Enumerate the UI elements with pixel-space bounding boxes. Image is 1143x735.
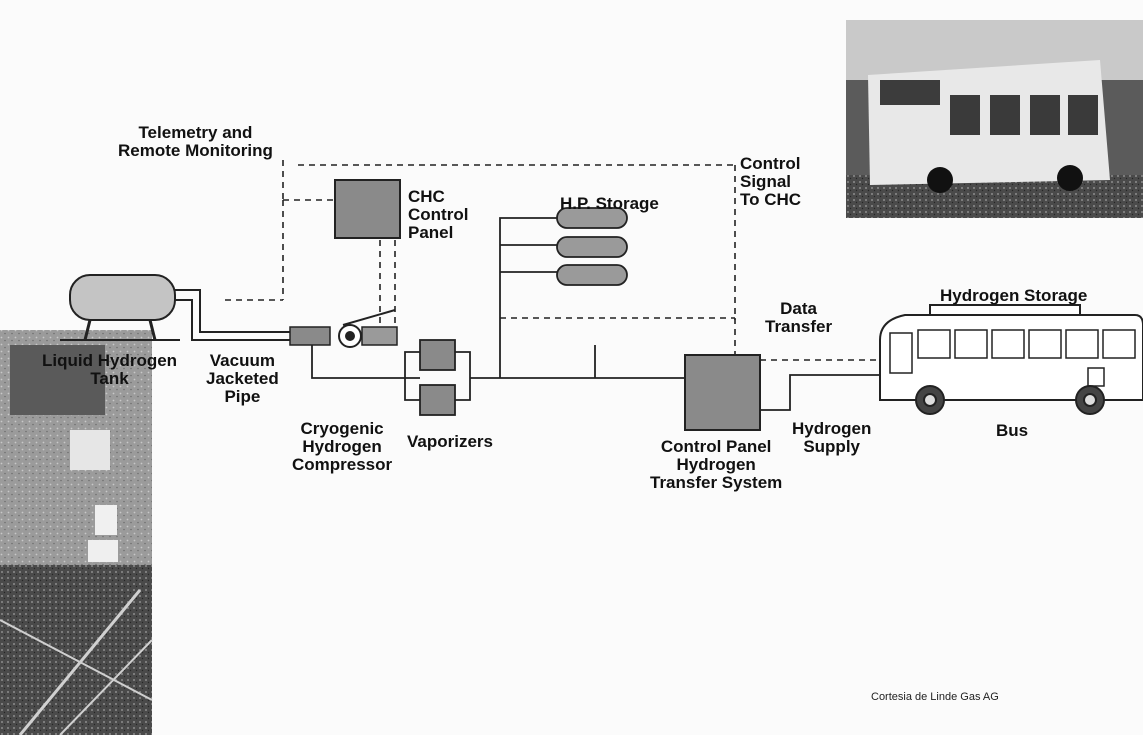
label-chc-line-2: Control — [408, 206, 468, 224]
vaporizers — [420, 340, 455, 415]
label-data-transfer: Data Transfer — [765, 300, 832, 336]
label-control-panel-line-1: Control Panel — [650, 438, 782, 456]
label-liquid-hydrogen-tank: Liquid Hydrogen Tank — [42, 352, 177, 388]
bus-photo — [846, 20, 1143, 218]
label-vacuum-line-2: Jacketed — [206, 370, 279, 388]
label-hydrogen-storage-text: Hydrogen Storage — [940, 287, 1087, 305]
label-compressor-line-1: Cryogenic — [292, 420, 392, 438]
label-supply-line-1: Hydrogen — [792, 420, 871, 438]
label-vaporizers-text: Vaporizers — [407, 433, 493, 451]
image-credit: Cortesia de Linde Gas AG — [871, 691, 999, 703]
label-vacuum-line-1: Vacuum — [206, 352, 279, 370]
cryogenic-compressor — [290, 310, 397, 347]
label-control-signal: Control Signal To CHC — [740, 155, 801, 209]
label-chc-line-1: CHC — [408, 188, 468, 206]
label-compressor-line-3: Compressor — [292, 456, 392, 474]
vacuum-jacketed-pipe — [175, 290, 290, 340]
label-hydrogen-supply: Hydrogen Supply — [792, 420, 871, 456]
label-vaporizers: Vaporizers — [407, 433, 493, 451]
label-control-panel-line-2: Hydrogen — [650, 456, 782, 474]
telemetry-line — [225, 160, 735, 320]
label-vacuum-jacketed-pipe: Vacuum Jacketed Pipe — [206, 352, 279, 406]
label-telemetry-line-1: Telemetry and — [118, 124, 273, 142]
installation-photo — [0, 330, 152, 735]
label-data-transfer-line-2: Transfer — [765, 318, 832, 336]
label-bus: Bus — [996, 422, 1028, 440]
label-control-signal-line-3: To CHC — [740, 191, 801, 209]
label-hp-storage-text: H.P. Storage — [560, 195, 659, 213]
transfer-control-panel-box — [685, 355, 760, 430]
label-cryogenic-compressor: Cryogenic Hydrogen Compressor — [292, 420, 392, 474]
label-vacuum-line-3: Pipe — [206, 388, 279, 406]
label-hydrogen-storage: Hydrogen Storage — [940, 287, 1087, 305]
label-control-signal-line-1: Control — [740, 155, 801, 173]
label-supply-line-2: Supply — [792, 438, 871, 456]
label-telemetry: Telemetry and Remote Monitoring — [118, 124, 273, 160]
label-bus-text: Bus — [996, 422, 1028, 440]
label-compressor-line-2: Hydrogen — [292, 438, 392, 456]
label-control-panel-line-3: Transfer System — [650, 474, 782, 492]
label-control-signal-line-2: Signal — [740, 173, 801, 191]
label-data-transfer-line-1: Data — [765, 300, 832, 318]
bus-drawing — [880, 305, 1143, 414]
hp-storage-cylinders — [557, 208, 627, 285]
label-transfer-control-panel: Control Panel Hydrogen Transfer System — [650, 438, 782, 492]
label-lh2-line-1: Liquid Hydrogen — [42, 352, 177, 370]
label-lh2-line-2: Tank — [42, 370, 177, 388]
label-chc-control-panel: CHC Control Panel — [408, 188, 468, 242]
label-telemetry-line-2: Remote Monitoring — [118, 142, 273, 160]
chc-control-panel-box — [335, 180, 400, 238]
label-hp-storage: H.P. Storage — [560, 195, 659, 213]
label-chc-line-3: Panel — [408, 224, 468, 242]
